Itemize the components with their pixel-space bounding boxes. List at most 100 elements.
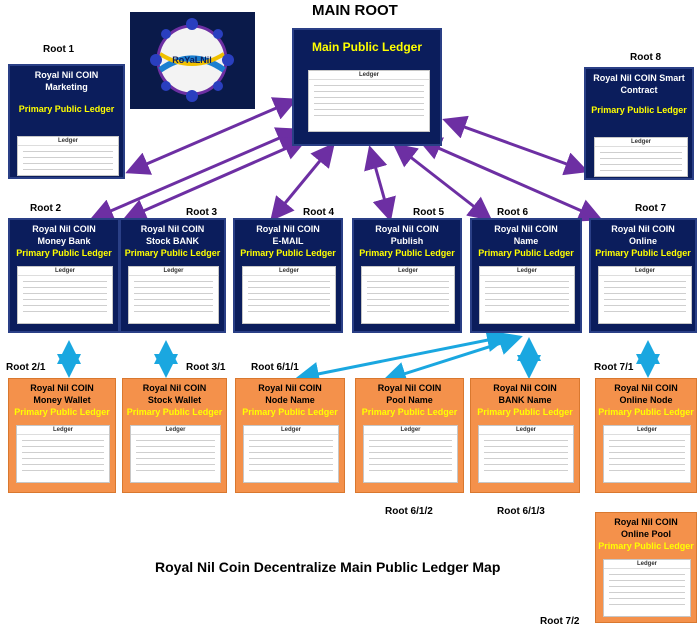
node-stock-wallet[interactable]: Royal Nil COIN Stock Wallet Primary Publ…	[122, 378, 227, 493]
node-line2: Stock Wallet	[147, 395, 202, 405]
label-root8: Root 8	[630, 52, 662, 63]
node-name[interactable]: Royal Nil COIN Name Primary Public Ledge…	[470, 218, 582, 333]
label-root6-1-1: Root 6/1/1	[251, 362, 299, 373]
node-pool-name[interactable]: Royal Nil COIN Pool Name Primary Public …	[355, 378, 464, 493]
ledger-header: Ledger	[18, 137, 118, 146]
node-line2: Stock BANK	[145, 236, 199, 246]
ledger-preview: Ledger	[17, 136, 119, 176]
node-money-wallet[interactable]: Royal Nil COIN Money Wallet Primary Publ…	[8, 378, 116, 493]
node-ppl: Primary Public Ledger	[18, 104, 115, 114]
label-root1: Root 1	[43, 44, 75, 55]
node-stock-bank[interactable]: Royal Nil COIN Stock BANK Primary Public…	[119, 218, 226, 333]
main-public-ledger[interactable]: Main Public Ledger Ledger	[292, 28, 442, 146]
ledger-preview: Ledger	[243, 425, 339, 483]
ledger-header: Ledger	[480, 267, 574, 276]
label-root2-1: Root 2/1	[6, 362, 46, 373]
label-root7: Root 7	[635, 203, 667, 214]
node-line2: Pool Name	[386, 395, 433, 405]
node-online[interactable]: Royal Nil COIN Online Primary Public Led…	[589, 218, 697, 333]
node-online-node[interactable]: Royal Nil COIN Online Node Primary Publi…	[595, 378, 697, 493]
node-line2: Online Pool	[620, 529, 671, 539]
node-line1: Royal Nil COIN	[32, 224, 96, 234]
ledger-preview: Ledger	[130, 425, 221, 483]
node-ppl: Primary Public Ledger	[361, 407, 458, 417]
arrow-main-smartcontract	[442, 115, 589, 176]
ledger-preview: Ledger	[603, 425, 691, 483]
node-ppl: Primary Public Ledger	[478, 248, 574, 258]
node-ppl: Primary Public Ledger	[242, 407, 338, 417]
label-root6-1-3: Root 6/1/3	[497, 506, 545, 517]
node-line2: Node Name	[265, 395, 315, 405]
node-ppl: Primary Public Ledger	[591, 105, 687, 115]
ledger-header: Ledger	[131, 426, 220, 435]
node-ppl: Primary Public Ledger	[598, 407, 694, 417]
node-line1: Royal Nil COIN	[611, 224, 675, 234]
label-root7-2: Root 7/2	[540, 616, 580, 627]
node-line2: Publish	[390, 236, 424, 246]
node-line2: Money Bank	[37, 236, 91, 246]
node-node-name[interactable]: Royal Nil COIN Node Name Primary Public …	[235, 378, 345, 493]
node-line1: Royal Nil COIN	[256, 224, 320, 234]
label-root5: Root 5	[413, 207, 445, 218]
node-ppl: Primary Public Ledger	[598, 541, 694, 551]
node-marketing[interactable]: Royal Nil COIN Marketing Primary Public …	[8, 64, 125, 179]
ledger-header: Ledger	[244, 426, 338, 435]
ledger-header: Ledger	[364, 426, 457, 435]
node-bank-name[interactable]: Royal Nil COIN BANK Name Primary Public …	[470, 378, 580, 493]
arrow-main-marketing	[125, 97, 298, 175]
node-line1: Royal Nil COIN	[377, 383, 442, 393]
node-line1: Royal Nil COIN	[375, 224, 439, 234]
ledger-header: Ledger	[243, 267, 335, 276]
ledger-preview: Ledger	[603, 559, 691, 617]
node-line2: BANK Name	[498, 395, 552, 405]
ledger-preview: Ledger	[479, 266, 575, 324]
node-online-pool[interactable]: Royal Nil COIN Online Pool Primary Publi…	[595, 512, 697, 623]
node-line2: Online Node	[619, 395, 673, 405]
ledger-preview: Ledger	[598, 266, 692, 324]
ledger-preview: Ledger	[128, 266, 219, 324]
node-line1: Royal Nil COIN	[142, 383, 207, 393]
ledger-header: Ledger	[604, 426, 690, 435]
node-ppl: Primary Public Ledger	[595, 248, 691, 258]
node-line1: Royal Nil COIN	[30, 383, 94, 393]
node-line2: Contract	[620, 85, 658, 95]
ledger-header: Ledger	[595, 138, 687, 147]
ledger-preview: Ledger	[308, 70, 430, 132]
node-line1: Royal Nil COIN Smart	[593, 73, 685, 83]
node-line1: Royal Nil COIN	[34, 70, 99, 80]
node-email[interactable]: Royal Nil COIN E-MAIL Primary Public Led…	[233, 218, 343, 333]
node-line1: Royal Nil COIN	[614, 517, 678, 527]
arrow-name-poolname	[382, 331, 523, 386]
ledger-header: Ledger	[17, 426, 109, 435]
label-root2: Root 2	[30, 203, 62, 214]
node-line1: Royal Nil COIN	[140, 224, 205, 234]
node-line2: E-MAIL	[272, 236, 304, 246]
ledger-preview: Ledger	[478, 425, 574, 483]
arrow-main-publish	[364, 145, 396, 222]
node-ppl: Primary Public Ledger	[14, 407, 110, 417]
label-root3: Root 3	[186, 207, 218, 218]
ledger-header: Ledger	[599, 267, 691, 276]
ledger-header: Ledger	[479, 426, 573, 435]
ledger-preview: Ledger	[594, 137, 688, 177]
node-ppl: Primary Public Ledger	[16, 248, 112, 258]
node-line1: Royal Nil COIN	[494, 224, 558, 234]
royal-nil-logo: RoYaLNil	[130, 12, 255, 109]
node-publish[interactable]: Royal Nil COIN Publish Primary Public Le…	[352, 218, 462, 333]
node-ppl: Primary Public Ledger	[477, 407, 573, 417]
label-root6-1-2: Root 6/1/2	[385, 506, 433, 517]
ledger-header: Ledger	[309, 71, 429, 80]
node-line2: Online	[628, 236, 657, 246]
label-root7-1: Root 7/1	[594, 362, 634, 373]
node-smart-contract[interactable]: Royal Nil COIN Smart Contract Primary Pu…	[584, 67, 694, 180]
node-money-bank[interactable]: Royal Nil COIN Money Bank Primary Public…	[8, 218, 120, 333]
ledger-header: Ledger	[362, 267, 454, 276]
label-root6: Root 6	[497, 207, 529, 218]
main-root-title: MAIN ROOT	[312, 2, 398, 19]
main-ledger-title: Main Public Ledger	[311, 40, 422, 54]
node-line1: Royal Nil COIN	[258, 383, 322, 393]
svg-text:RoYaLNil: RoYaLNil	[172, 55, 212, 65]
node-line1: Royal Nil COIN	[614, 383, 678, 393]
ledger-preview: Ledger	[17, 266, 113, 324]
